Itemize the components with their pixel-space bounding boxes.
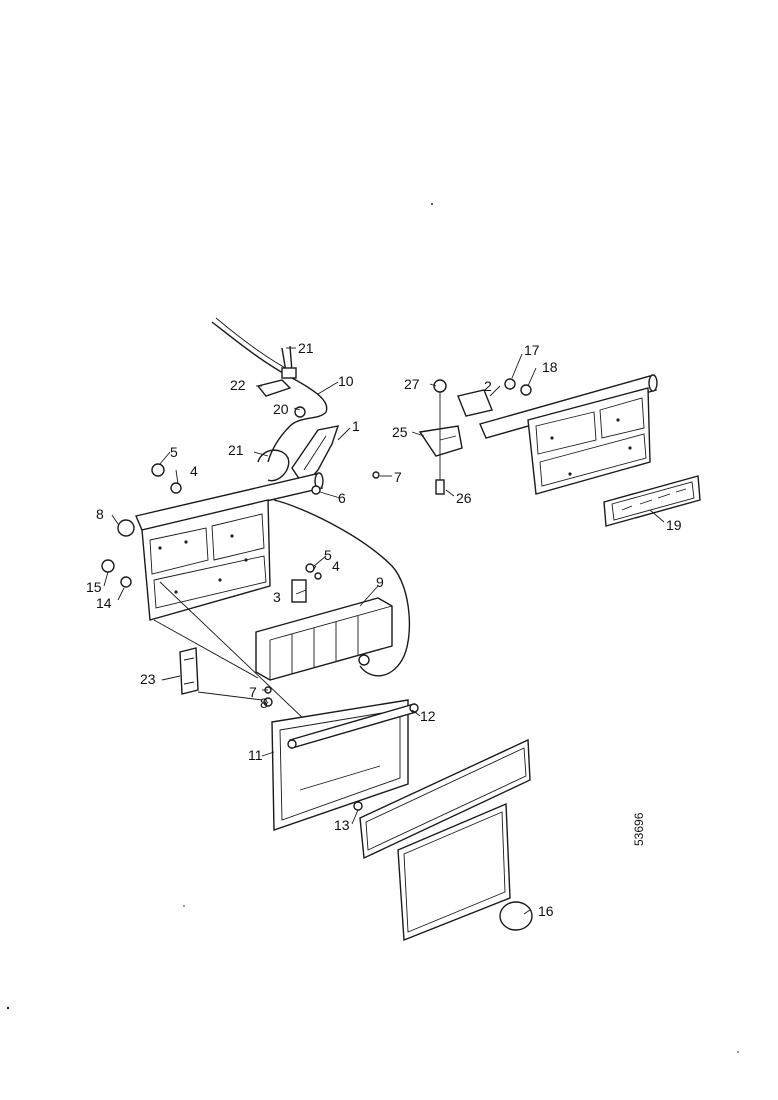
callout-label: 2 <box>484 378 492 394</box>
wiring-harness <box>211 321 328 463</box>
callout-label: 23 <box>140 671 156 687</box>
nut-5-upper <box>151 463 165 477</box>
callout-label: 6 <box>338 490 346 506</box>
callout-label: 7 <box>249 684 257 700</box>
connector-21-top <box>281 345 297 379</box>
callout-label: 13 <box>334 817 350 833</box>
callout-label: 14 <box>96 595 112 611</box>
callout-label: 8 <box>260 695 268 711</box>
end-cap-8 <box>117 519 135 537</box>
callout-label: 20 <box>273 401 289 417</box>
callout-label: 8 <box>96 506 104 522</box>
callout-label: 25 <box>392 424 408 440</box>
callout-label: 7 <box>394 469 402 485</box>
leader-lines <box>103 347 665 915</box>
callout-label: 10 <box>338 373 354 389</box>
callout-label: 21 <box>298 340 314 356</box>
left-mounting-plate <box>141 499 271 621</box>
washer-18 <box>520 384 532 396</box>
screw-13 <box>353 801 363 811</box>
left-support-tube <box>135 472 324 531</box>
nut-6 <box>311 485 321 495</box>
callout-label: 5 <box>324 547 332 563</box>
right-mounting-plate <box>527 387 651 495</box>
bracket-25 <box>418 425 463 457</box>
reinforcement-bar-12 <box>287 703 419 749</box>
callout-label: 16 <box>538 903 554 919</box>
nut-17 <box>504 378 516 390</box>
drawing-reference-number: 53696 <box>632 812 646 846</box>
bolt-26 <box>435 479 445 495</box>
callout-label: 27 <box>404 376 420 392</box>
lamp-cable <box>273 499 411 677</box>
callout-label: 11 <box>248 747 263 763</box>
callout-label: 4 <box>190 463 198 479</box>
washer-4-upper <box>170 482 182 494</box>
nut-15 <box>101 559 115 573</box>
spacer-3 <box>291 579 307 603</box>
callout-label: 21 <box>228 442 244 458</box>
license-plate-frame-11 <box>271 699 409 831</box>
callout-label: 26 <box>456 490 472 506</box>
callout-label: 3 <box>273 589 281 605</box>
bolt-7-upper <box>372 471 380 479</box>
lamp-housing-9 <box>255 597 393 681</box>
callout-label: 17 <box>524 342 540 358</box>
emblem-19 <box>603 475 701 527</box>
callout-label: 18 <box>542 359 558 375</box>
right-support-tube <box>479 374 658 439</box>
switch-23 <box>179 647 199 695</box>
callout-label: 12 <box>420 708 436 724</box>
license-plate <box>397 802 511 942</box>
bracket-2 <box>457 389 493 417</box>
nut-5-center <box>305 563 315 573</box>
washer-14 <box>120 576 132 588</box>
washer-4-center <box>314 572 322 580</box>
plate-gasket <box>359 738 531 860</box>
callout-label: 19 <box>666 517 682 533</box>
cover-cap-16 <box>499 901 533 931</box>
callout-label: 5 <box>170 444 178 460</box>
callout-label: 22 <box>230 377 246 393</box>
clip-22 <box>256 379 292 397</box>
callout-label: 15 <box>86 579 102 595</box>
callout-label: 1 <box>352 418 360 434</box>
callout-label: 9 <box>376 574 384 590</box>
harness-loop-21 <box>257 449 290 482</box>
callout-label: 4 <box>332 558 340 574</box>
